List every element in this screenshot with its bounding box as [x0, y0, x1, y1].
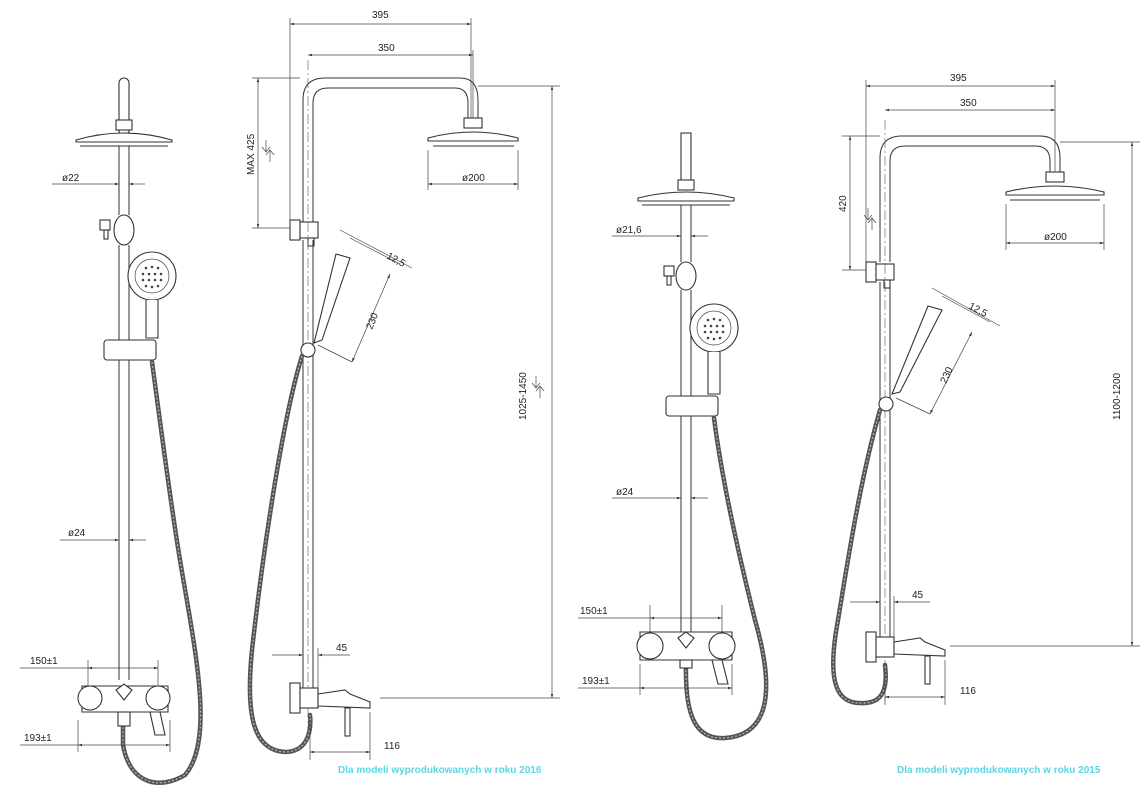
dim-handset-width-2016: 12,5: [385, 251, 408, 270]
dim-adjust-2015: 420: [838, 195, 849, 212]
caption-2015: Dla modeli wyprodukowanych w roku 2015: [897, 765, 1101, 776]
dim-arm-inner-2015: 350: [960, 98, 977, 109]
dim-spout-length-2016: 116: [384, 741, 400, 752]
caption-2016: Dla modeli wyprodukowanych w roku 2016: [338, 765, 542, 776]
dim-head-diameter-2016: ø200: [462, 173, 485, 184]
dim-adjust-max-2016: MAX 425: [246, 133, 257, 175]
dim-handset-width-2015: 12,5: [967, 301, 990, 320]
dim-spacing-bottom-2016: 193±1: [24, 733, 52, 744]
dim-spout-offset-2016: 45: [336, 643, 348, 654]
dim-arm-outer-2015: 395: [950, 73, 967, 84]
dim-spacing-top-2015: 150±1: [580, 606, 608, 617]
dim-spacing-bottom-2015: 193±1: [582, 676, 610, 687]
dim-bar-diameter-2016: ø24: [68, 528, 86, 539]
front-view-2015: ø21,6 ø24 150±1 193±1: [578, 132, 769, 741]
dim-spout-offset-2015: 45: [912, 590, 924, 601]
side-view-2016: 395 350 ø200 MAX 425 12,5 230 1025-1450 …: [246, 10, 560, 776]
dim-handset-length-2016: 230: [365, 311, 382, 331]
dim-arm-outer-2016: 395: [372, 10, 389, 21]
dim-height-range-2015: 1100-1200: [1112, 372, 1123, 420]
front-view-2016: ø22 ø24 150±1 193±1: [20, 77, 203, 785]
dim-head-diameter-2015: ø200: [1044, 232, 1067, 243]
dim-spacing-top-2016: 150±1: [30, 656, 58, 667]
side-view-2015: 395 350 ø200 420 12,5 230 1100-1200 45: [830, 73, 1140, 776]
dim-bar-diameter-2015: ø24: [616, 487, 634, 498]
dim-arm-inner-2016: 350: [378, 43, 395, 54]
dim-top-diameter-2015: ø21,6: [616, 225, 642, 236]
dim-height-range-2016: 1025-1450: [518, 372, 529, 420]
dim-spout-length-2015: 116: [960, 686, 976, 697]
dim-top-diameter-2016: ø22: [62, 173, 80, 184]
